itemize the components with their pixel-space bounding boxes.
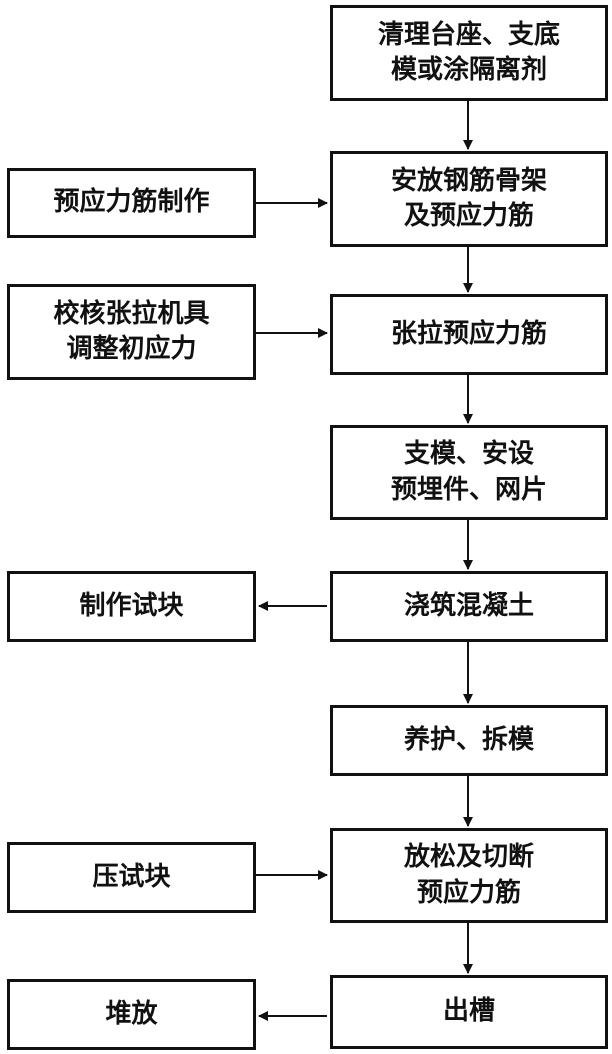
step-pour: 浇筑混凝土 <box>330 571 608 642</box>
side-make-specimen: 制作试块 <box>7 571 256 642</box>
step-remove: 出槽 <box>330 975 608 1049</box>
step-tension: 张拉预应力筋 <box>330 294 608 375</box>
step-release: 放松及切断 预应力筋 <box>330 828 608 923</box>
side-stack: 堆放 <box>7 979 256 1050</box>
side-calibrate: 校核张拉机具 调整初应力 <box>7 284 256 380</box>
side-test-specimen: 压试块 <box>7 842 256 913</box>
step-clean-bed: 清理台座、支底 模或涂隔离剂 <box>330 5 608 101</box>
step-cure: 养护、拆模 <box>330 705 608 776</box>
step-place-rebar: 安放钢筋骨架 及预应力筋 <box>330 151 608 247</box>
step-formwork: 支模、安设 预埋件、网片 <box>330 425 608 520</box>
side-tendon-fabrication: 预应力筋制作 <box>7 168 256 238</box>
